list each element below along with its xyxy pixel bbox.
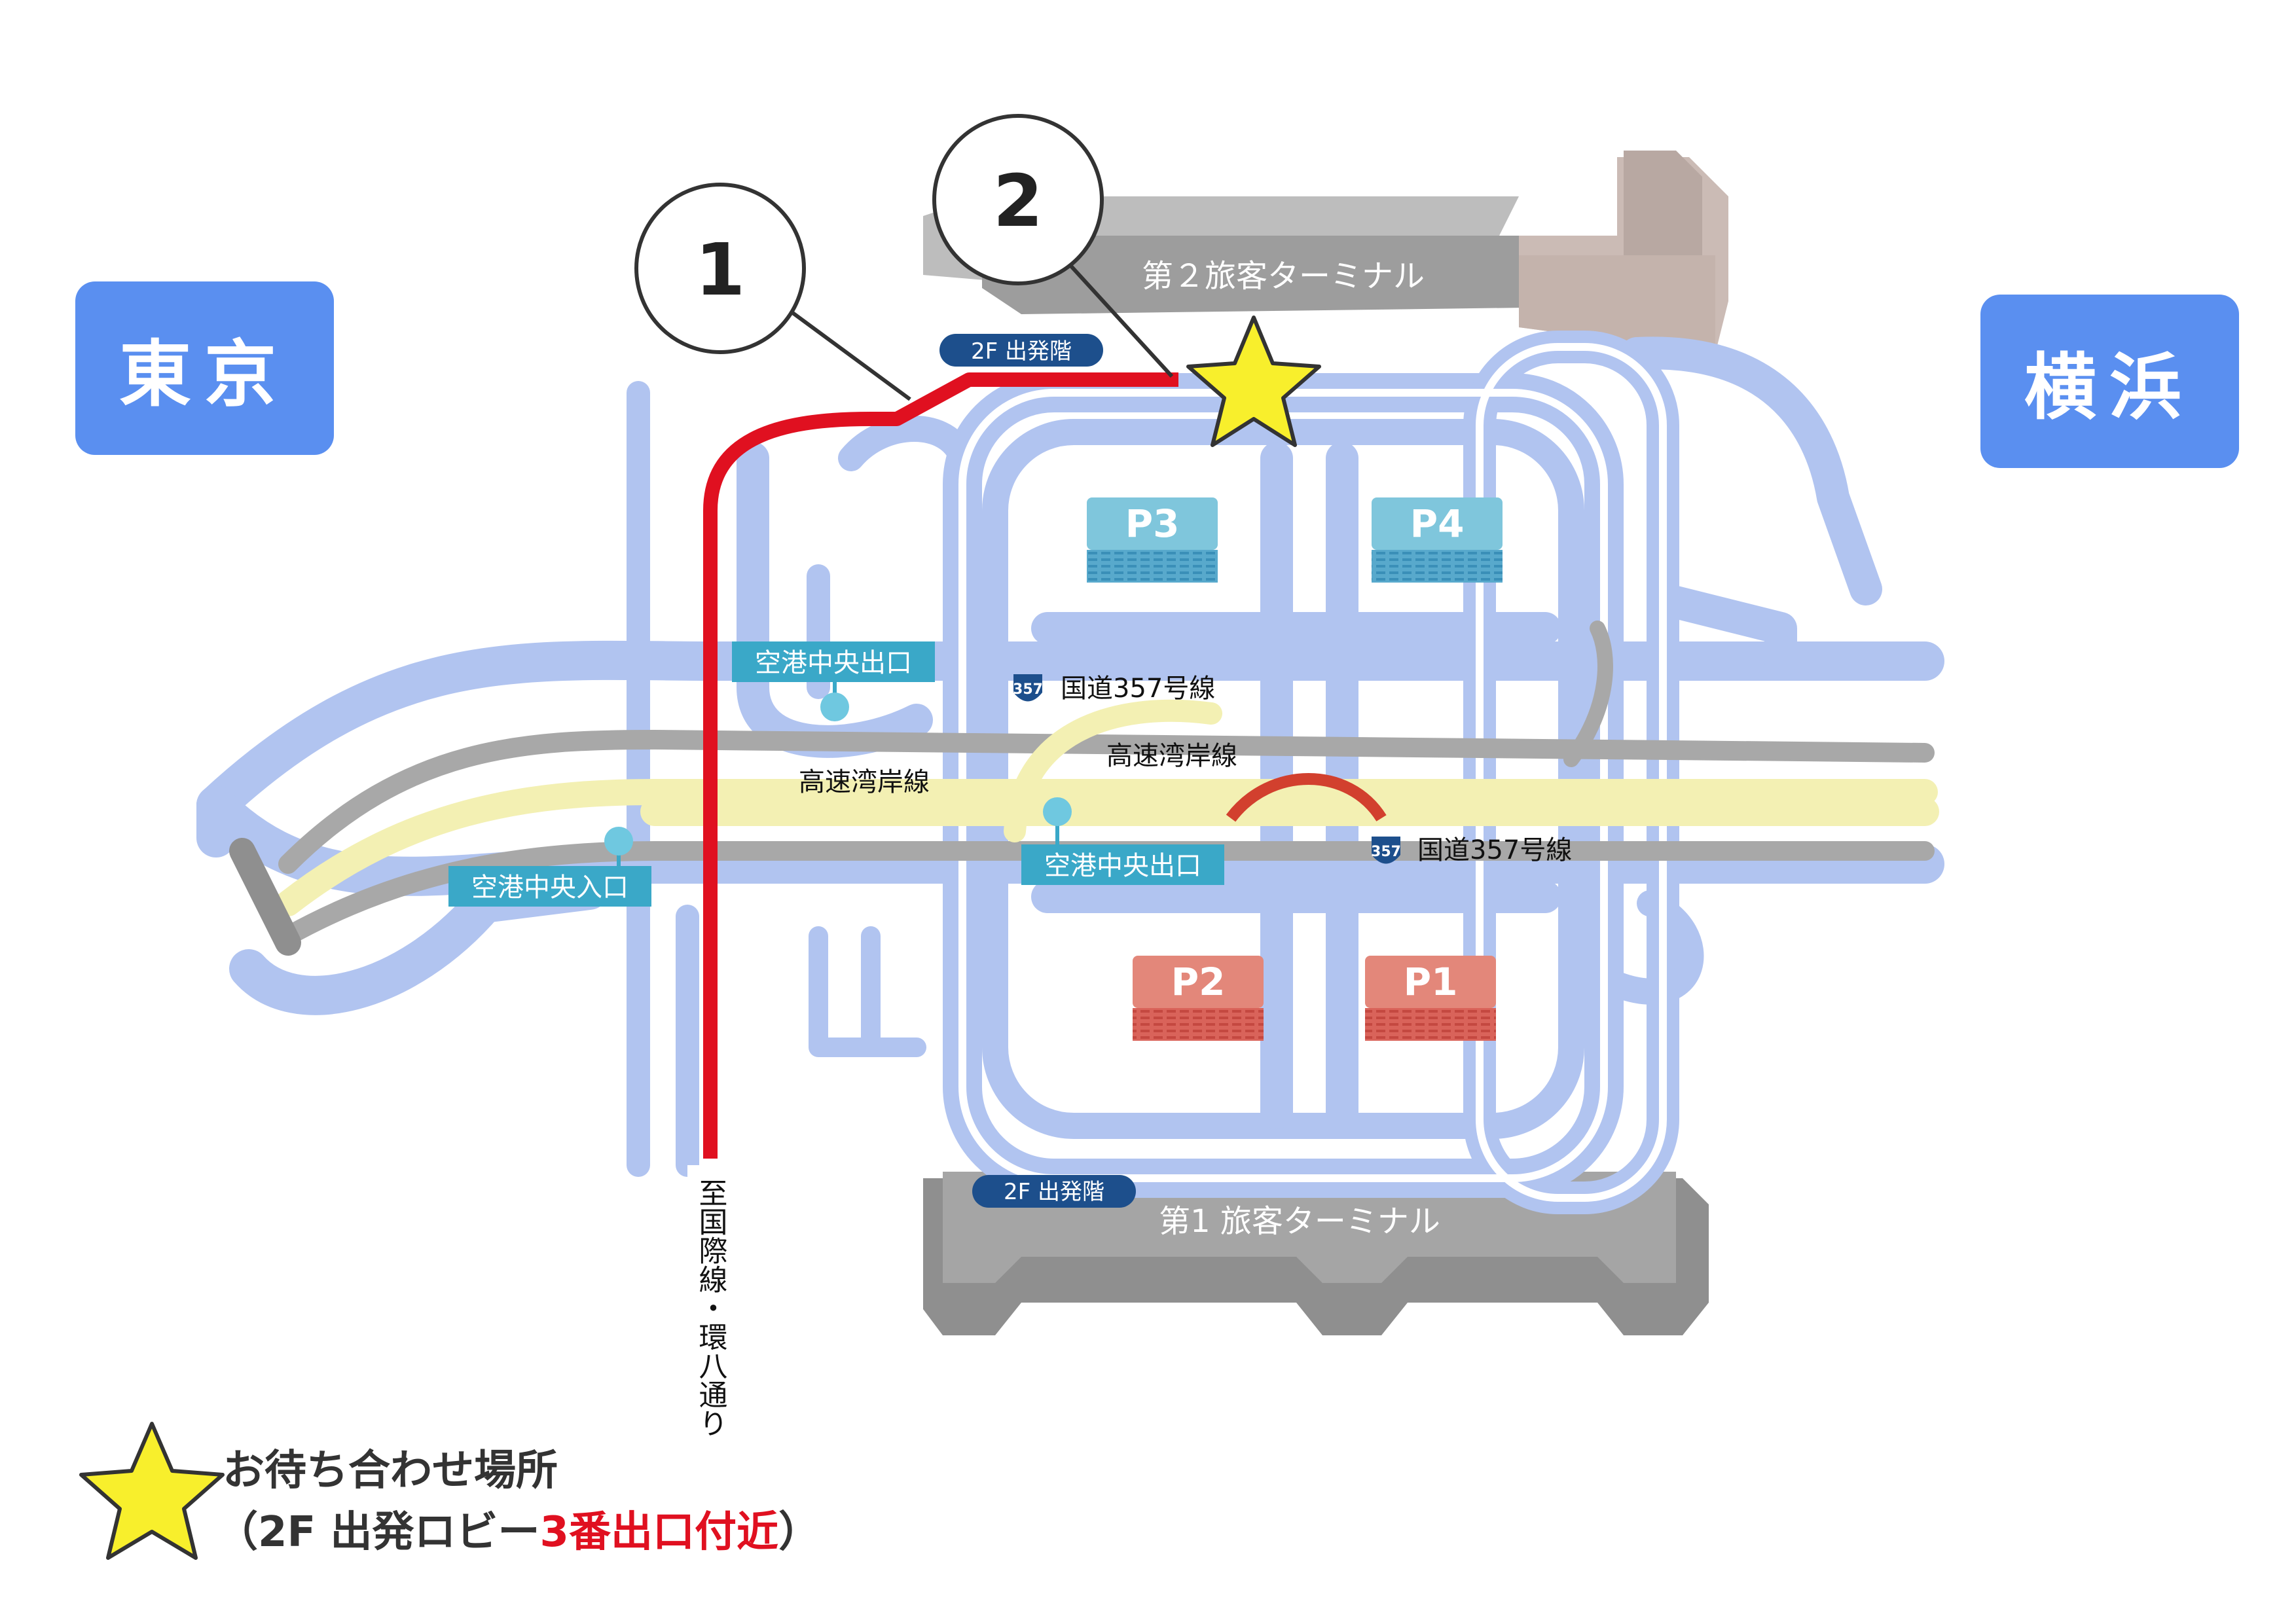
legend-line2-close: ） bbox=[778, 1508, 820, 1557]
floor-badge-t1-label: 2F 出発階 bbox=[1004, 1179, 1104, 1205]
floor-badge-t1: 2F 出発階 bbox=[972, 1175, 1136, 1208]
gate-exit-top: 空港中央出口 bbox=[732, 641, 935, 721]
route-357-label-top: 国道357号線 bbox=[1061, 674, 1215, 704]
terminal-2-label: 第２旅客ターミナル bbox=[1142, 258, 1425, 295]
highlight-route bbox=[703, 372, 1178, 1159]
parking-p1: P1 bbox=[1365, 956, 1496, 1041]
gate-exit-middle-label: 空港中央出口 bbox=[1044, 851, 1201, 881]
gate-exit-top-label: 空港中央出口 bbox=[755, 648, 912, 678]
gate-entrance-label: 空港中央入口 bbox=[471, 873, 629, 903]
legend-line2-highlight: 3番出口付近 bbox=[540, 1508, 779, 1557]
route-vertical-label: 至国際線・環八通り bbox=[694, 1178, 727, 1437]
terminal-1-label: 第1 旅客ターミナル bbox=[1159, 1203, 1440, 1240]
legend-star-icon bbox=[79, 1422, 225, 1560]
floor-badge-t2-label: 2F 出発階 bbox=[971, 338, 1072, 365]
parking-p3-label: P3 bbox=[1125, 501, 1180, 546]
city-yokohama: 横浜 bbox=[1980, 295, 2239, 468]
legend-line2: （2F 出発ロビー3番出口付近） bbox=[216, 1508, 820, 1557]
marker-2: 2 bbox=[932, 114, 1174, 378]
marker-2-label: 2 bbox=[993, 159, 1044, 243]
route-vertical-bg bbox=[687, 1165, 733, 1440]
wangan-label-center: 高速湾岸線 bbox=[1106, 741, 1237, 771]
route-357-badge-top-text: 357 bbox=[1013, 681, 1043, 698]
legend-line2-open: （2F 出発ロビー bbox=[216, 1508, 540, 1557]
city-tokyo-label: 東京 bbox=[119, 333, 289, 416]
overpass-arc bbox=[1226, 773, 1387, 822]
marker-1-label: 1 bbox=[695, 228, 746, 312]
parking-p1-label: P1 bbox=[1404, 960, 1458, 1004]
gate-exit-middle: 空港中央出口 bbox=[1021, 797, 1224, 885]
route-357-badge-bottom: 357 bbox=[1371, 837, 1401, 864]
legend-line1: お待ち合わせ場所 bbox=[223, 1447, 558, 1495]
wangan-label-left: 高速湾岸線 bbox=[799, 767, 930, 797]
route-357-label-bottom: 国道357号線 bbox=[1417, 835, 1572, 865]
parking-p4-label: P4 bbox=[1410, 501, 1465, 546]
parking-p2: P2 bbox=[1133, 956, 1264, 1041]
legend: お待ち合わせ場所 （2F 出発ロビー3番出口付近） bbox=[79, 1422, 820, 1560]
gate-entrance: 空港中央入口 bbox=[448, 827, 651, 907]
parking-p2-label: P2 bbox=[1171, 960, 1226, 1004]
city-tokyo: 東京 bbox=[75, 281, 334, 455]
route-357-badge-bottom-text: 357 bbox=[1371, 844, 1401, 860]
parking-p3: P3 bbox=[1087, 497, 1218, 583]
city-yokohama-label: 横浜 bbox=[2024, 346, 2195, 429]
route-357-badge-top: 357 bbox=[1013, 674, 1043, 702]
road-network bbox=[196, 331, 1944, 1214]
marker-1: 1 bbox=[634, 183, 911, 401]
meeting-point-star-icon bbox=[1186, 316, 1321, 447]
parking-p4: P4 bbox=[1372, 497, 1503, 583]
floor-badge-t2: 2F 出発階 bbox=[939, 334, 1103, 367]
